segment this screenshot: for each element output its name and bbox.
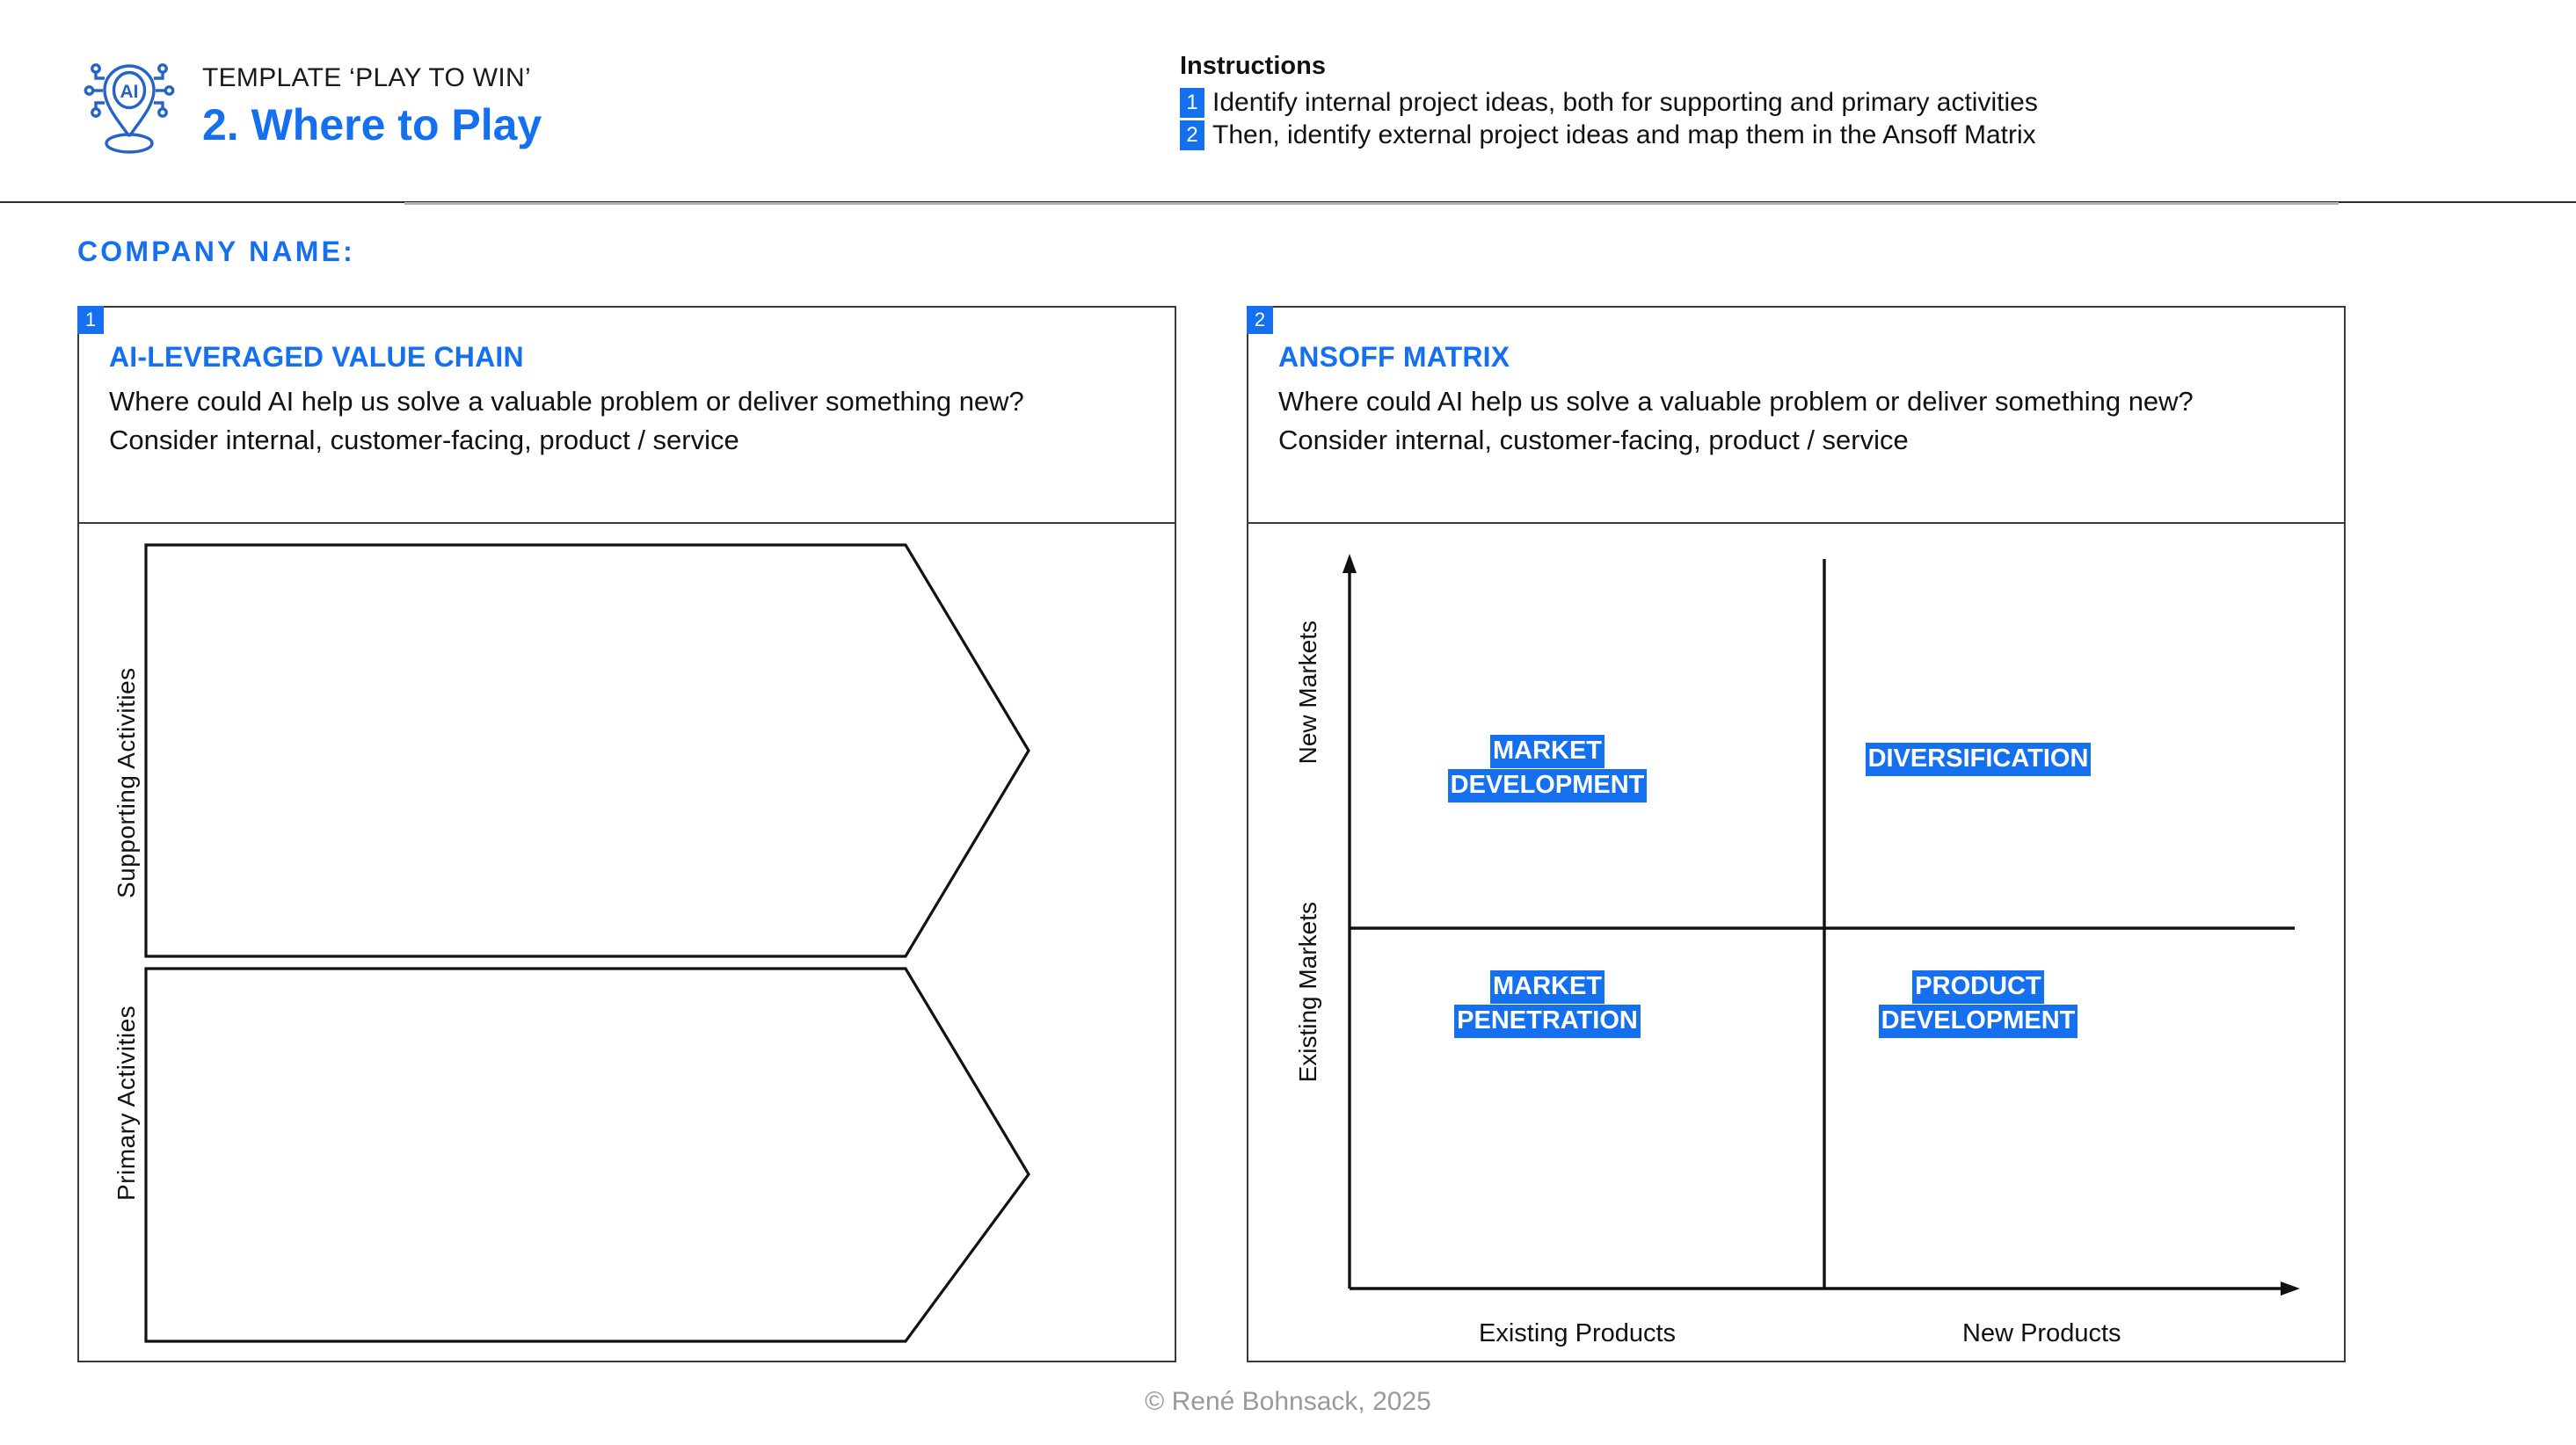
header-divider-accent — [404, 202, 2339, 205]
panel-header: ANSOFF MATRIX Where could AI help us sol… — [1248, 308, 2344, 524]
quadrant-line: DEVELOPMENT — [1447, 769, 1648, 802]
quadrant-label-diversification[interactable]: DIVERSIFICATION — [1829, 743, 2128, 777]
x-axis-label-existing-products: Existing Products — [1479, 1319, 1677, 1347]
step-badge-1: 1 — [1180, 87, 1204, 118]
quadrant-line: MARKET — [1489, 735, 1605, 768]
page-title: 2. Where to Play — [202, 100, 542, 150]
copyright-footer: © René Bohnsack, 2025 — [1145, 1387, 1431, 1416]
instruction-row: 1 Identify internal project ideas, both … — [1180, 87, 2481, 118]
instruction-text-2: Then, identify external project ideas an… — [1212, 120, 2036, 149]
quadrant-line: PENETRATION — [1454, 1005, 1641, 1038]
panel-subtitle: Where could AI help us solve a valuable … — [109, 386, 1024, 456]
primary-activities-arrow — [144, 967, 1030, 1343]
instructions-block: Instructions 1 Identify internal project… — [1180, 51, 2481, 153]
quadrant-line: DEVELOPMENT — [1878, 1005, 2078, 1038]
quadrant-line: DIVERSIFICATION — [1865, 743, 2092, 776]
company-name-label: COMPANY NAME: — [77, 236, 355, 267]
ai-location-pin-icon: AI — [77, 54, 181, 161]
page-header: AI TEMPLATE ‘PLAY TO WIN’ 2. Where to Pl… — [0, 0, 2576, 205]
quadrant-line: PRODUCT — [1912, 970, 2044, 1004]
panel-badge-1: 1 — [77, 306, 104, 334]
panel-title: ANSOFF MATRIX — [1278, 341, 1510, 373]
instruction-row: 2 Then, identify external project ideas … — [1180, 120, 2481, 150]
panel-header: AI-LEVERAGED VALUE CHAIN Where could AI … — [79, 308, 1175, 524]
quadrant-label-market-penetration[interactable]: MARKET PENETRATION — [1429, 970, 1666, 1039]
panel-subtitle: Where could AI help us solve a valuable … — [1278, 386, 2194, 456]
instructions-title: Instructions — [1180, 52, 1326, 80]
panel-title: AI-LEVERAGED VALUE CHAIN — [109, 341, 524, 373]
quadrant-label-product-development[interactable]: PRODUCT DEVELOPMENT — [1855, 970, 2101, 1039]
step-badge-2: 2 — [1180, 120, 1204, 150]
panel-ansoff-matrix: 2 ANSOFF MATRIX Where could AI help us s… — [1247, 306, 2346, 1362]
panel-badge-2: 2 — [1247, 306, 1273, 334]
panel-ai-leveraged-value-chain: 1 AI-LEVERAGED VALUE CHAIN Where could A… — [77, 306, 1176, 1362]
quadrant-label-market-development[interactable]: MARKET DEVELOPMENT — [1433, 735, 1662, 803]
supporting-activities-arrow — [144, 543, 1030, 958]
template-eyebrow: TEMPLATE ‘PLAY TO WIN’ — [202, 62, 531, 92]
value-chain-canvas[interactable]: Supporting Activities Primary Activities — [79, 524, 1175, 1362]
ansoff-axes — [1343, 554, 2300, 1296]
ansoff-matrix-canvas[interactable]: New Markets Existing Markets Existing Pr… — [1248, 524, 2344, 1362]
y-axis-label-new-markets: New Markets — [1294, 621, 1321, 765]
y-axis-label-existing-markets: Existing Markets — [1294, 902, 1321, 1083]
x-axis-arrowhead — [2281, 1282, 2300, 1296]
brand-block: AI TEMPLATE ‘PLAY TO WIN’ 2. Where to Pl… — [77, 46, 710, 169]
x-axis-label-new-products: New Products — [1962, 1319, 2121, 1347]
svg-text:AI: AI — [120, 82, 139, 102]
quadrant-line: MARKET — [1489, 970, 1605, 1004]
value-chain-arrows — [144, 543, 1030, 1343]
y-axis-arrowhead — [1343, 554, 1357, 573]
instruction-text-1: Identify internal project ideas, both fo… — [1212, 87, 2038, 117]
